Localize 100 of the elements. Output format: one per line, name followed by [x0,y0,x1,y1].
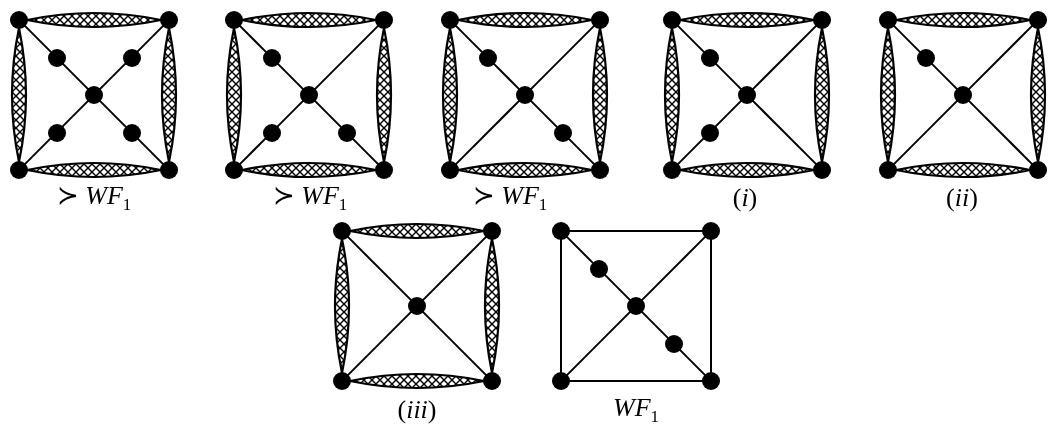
vertex-dot [225,11,243,29]
vertex-dot [85,86,103,104]
graph-label: ≻ WF$_{1}$ [56,182,132,214]
hatched-edge [225,26,243,164]
edge-line [313,99,342,128]
vertex-dot [813,11,831,29]
hatched-edge [441,26,459,164]
edge-line [492,62,521,91]
vertex-dot [663,11,681,29]
edge-line [640,235,707,302]
edge-line [23,24,52,53]
edge-line [568,380,704,382]
edge-line [238,24,267,53]
vertex-dot [337,123,356,142]
edge-line [967,24,1034,91]
vertex-dot [916,48,935,67]
vertex-dot [700,48,719,67]
hatched-edge [663,26,681,164]
edge-line [967,99,1034,166]
edge-line [714,99,743,128]
vertex-dot [160,11,178,29]
hatched-edge [240,11,378,29]
vertex-dot [552,372,570,390]
hatched-edge [25,11,163,29]
vertex-dot [738,86,756,104]
vertex-dot [225,161,243,179]
edge-line [710,238,712,374]
hatched-edge [1029,26,1047,164]
vertex-dot [375,11,393,29]
vertex-dot [879,161,897,179]
vertex-dot [589,259,608,278]
edge-line [560,238,562,374]
edge-line [567,137,596,166]
edge-line [346,310,413,377]
edge-line [136,24,165,53]
vertex-dot [441,161,459,179]
edge-line [276,62,305,91]
vertex-dot [954,86,972,104]
vertex-dot [122,123,141,142]
vertex-dot [516,86,534,104]
vertex-dot [627,297,645,315]
vertex-dot [1029,161,1047,179]
edge-line [565,310,632,377]
edge-line [351,137,380,166]
hatched-edge [240,161,378,179]
vertex-dot [375,161,393,179]
vertex-dot [262,48,281,67]
hatched-edge [348,222,486,240]
edge-line [640,310,669,339]
edge-line [892,24,921,53]
hatched-edge [678,11,816,29]
vertex-dot [702,372,720,390]
edge-line [313,24,380,91]
graph-label: ≻ WF$_{1}$ [272,182,348,214]
edge-line [61,99,90,128]
hatched-edge [160,26,178,164]
edge-line [421,310,488,377]
edge-line [930,62,959,91]
vertex-dot [478,48,497,67]
vertex-dot [702,222,720,240]
edge-line [98,62,127,91]
hatched-edge [348,372,486,390]
edge-line [603,273,632,302]
vertex-dot [700,123,719,142]
hatched-edge [456,11,594,29]
vertex-dot [879,11,897,29]
hatched-edge [10,26,28,164]
vertex-dot [663,161,681,179]
vertex-dot [47,123,66,142]
vertex-dot [10,11,28,29]
vertex-dot [483,372,501,390]
vertex-dot [813,161,831,179]
edge-line [276,99,305,128]
hatched-edge [375,26,393,164]
graph-label: (ii) [946,185,978,211]
vertex-dot [262,123,281,142]
vertex-dot [664,334,683,353]
graph-label: (iii) [397,397,437,423]
vertex-dot [408,297,426,315]
vertex-dot [553,123,572,142]
edge-line [568,230,704,232]
vertex-dot [591,11,609,29]
edge-line [751,99,818,166]
edge-line [421,235,488,302]
hatched-edge [894,11,1032,29]
graph-label: ≻ WF$_{1}$ [472,182,548,214]
vertex-dot [160,161,178,179]
edge-line [529,24,596,91]
vertex-dot [47,48,66,67]
vertex-dot [1029,11,1047,29]
edge-line [454,24,483,53]
edge-line [714,62,743,91]
hatched-edge [25,161,163,179]
vertex-dot [122,48,141,67]
edge-line [136,137,165,166]
graph-label: WF$_{1}$ [613,394,659,426]
graph-label: (i) [732,185,758,211]
vertex-dot [591,161,609,179]
hatched-edge [813,26,831,164]
edge-line [454,99,521,166]
